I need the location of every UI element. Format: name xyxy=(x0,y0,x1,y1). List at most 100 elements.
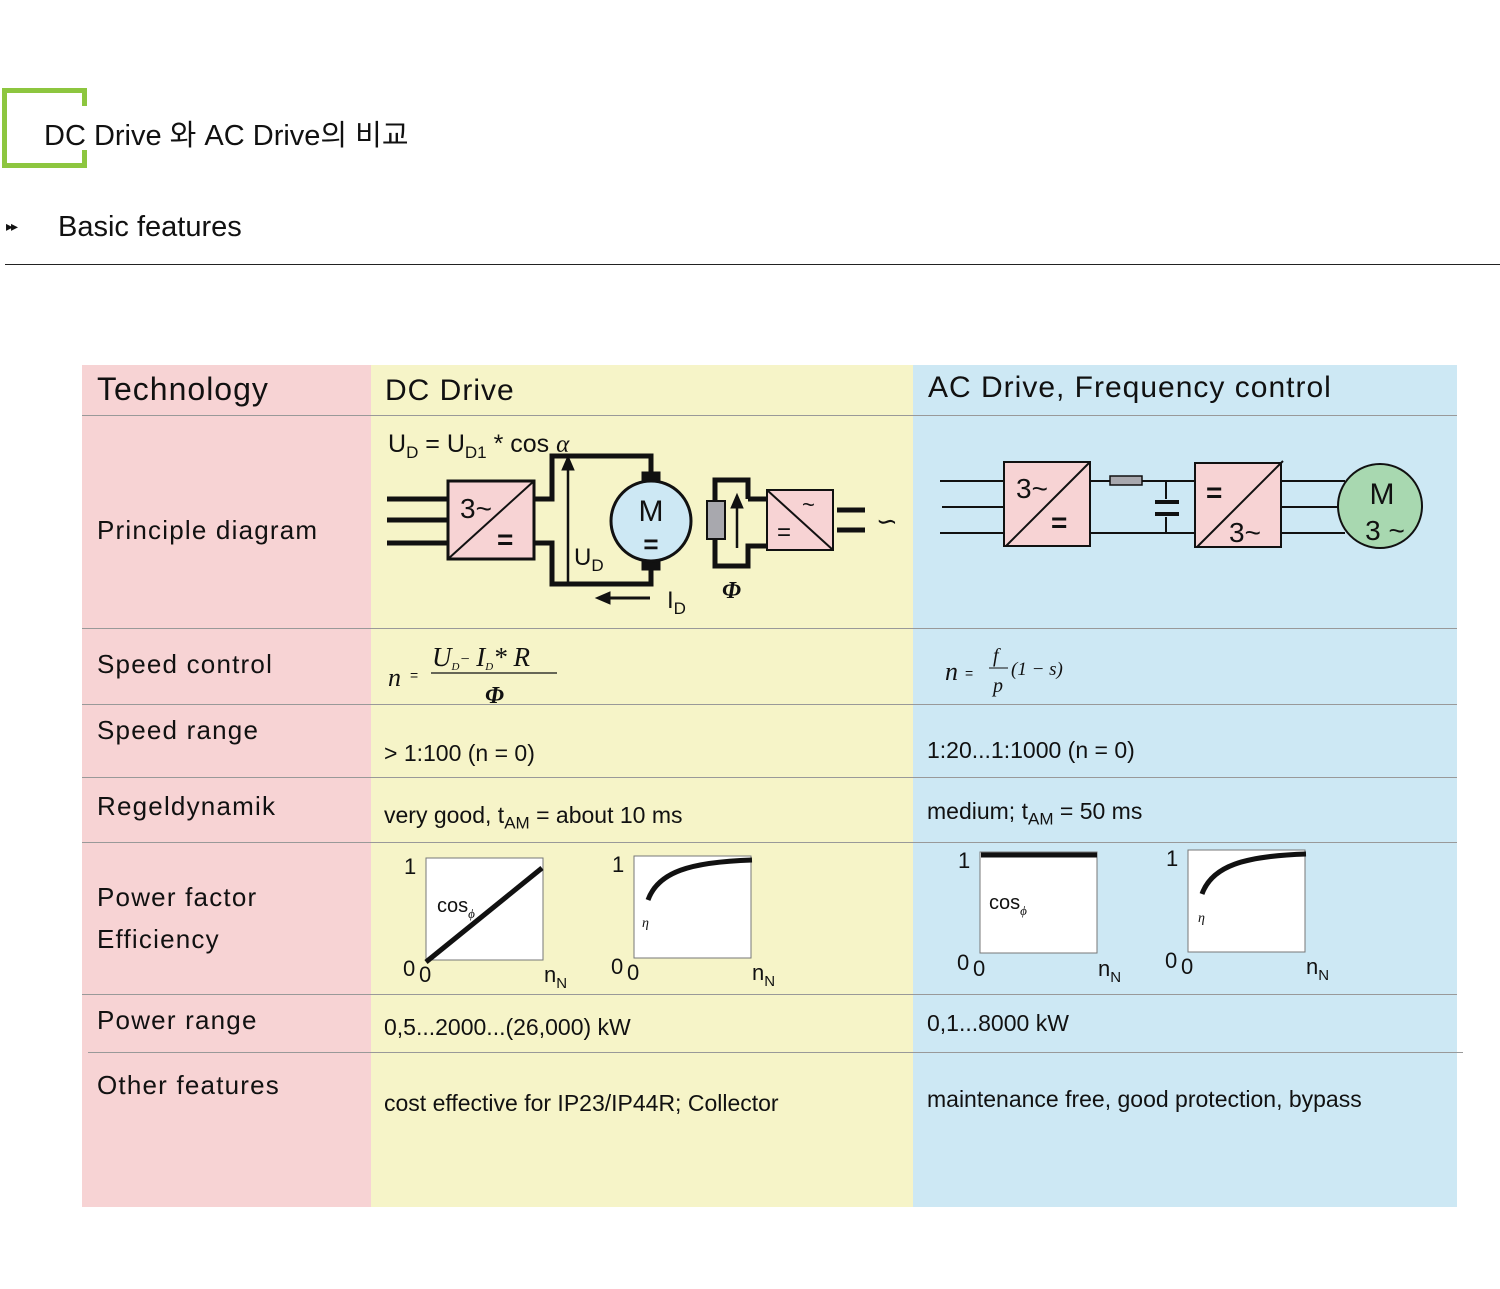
x-min: 0 xyxy=(419,962,431,987)
formula-p: p xyxy=(991,675,1003,697)
subscript: AM xyxy=(504,813,530,833)
section-title: Basic features xyxy=(58,211,242,243)
eta-label: η xyxy=(642,916,649,931)
ac-motor-sub-label: 3 ~ xyxy=(1365,515,1405,546)
rectifier-output-label: = xyxy=(497,524,513,555)
dc-regeldynamik: very good, tAM = about 10 ms xyxy=(384,802,682,834)
formula-f: f xyxy=(993,645,1001,667)
ac-power-factor-chart: 1 0 0 nN cosϕ xyxy=(957,848,1121,986)
y-min: 0 xyxy=(1165,948,1177,973)
field-converter-out: ~ xyxy=(802,492,815,517)
ac-other-features: maintenance free, good protection, bypas… xyxy=(927,1086,1362,1112)
field-converter-in: = xyxy=(777,519,791,546)
rectifier-input-label: 3~ xyxy=(460,493,492,524)
x-min: 0 xyxy=(973,956,985,981)
dc-other-features: cost effective for IP23/IP44R; Collector xyxy=(384,1090,779,1116)
y-max: 1 xyxy=(958,848,970,873)
ac-rectifier-in: 3~ xyxy=(1016,473,1048,504)
x-label: nN xyxy=(544,962,567,992)
formula-eq: = xyxy=(965,665,973,681)
formula-numerator: UD−ID* R xyxy=(432,642,530,673)
ac-speed-formula: n = f p (1 − s) xyxy=(945,645,1063,697)
y-max: 1 xyxy=(404,854,416,879)
dc-equation: UD = UD1 * cos α xyxy=(388,430,570,462)
ac-principle-diagram: 3~ = = 3~ M 3 ~ xyxy=(940,460,1423,549)
ac-motor-label: M xyxy=(1370,478,1395,511)
row-divider xyxy=(82,994,1457,995)
subscript: AM xyxy=(1027,809,1054,829)
row-label-speed-control: Speed control xyxy=(97,649,274,679)
divider xyxy=(5,264,1500,265)
y-min: 0 xyxy=(403,956,415,981)
supply-lines xyxy=(387,496,448,546)
dc-motor xyxy=(609,479,693,563)
ac-power-range: 0,1...8000 kW xyxy=(927,1010,1069,1036)
inverter-out: 3~ xyxy=(1229,517,1261,548)
header-dc-drive: DC Drive xyxy=(385,374,515,407)
row-divider xyxy=(88,1052,1463,1053)
id-label: ID xyxy=(667,587,686,618)
cos-phi-label: cosϕ xyxy=(437,895,475,921)
x-min: 0 xyxy=(627,960,639,985)
text: = 50 ms xyxy=(1053,798,1143,824)
formula-denominator: Φ xyxy=(485,683,504,709)
ac-regeldynamik: medium; tAM = 50 ms xyxy=(927,798,1142,830)
ac-efficiency-chart: 1 0 0 nN η xyxy=(1165,846,1329,984)
dc-speed-formula: n = UD−ID* R Φ xyxy=(388,642,557,709)
text: medium; t xyxy=(927,798,1028,824)
row-label-efficiency: Efficiency xyxy=(97,924,220,954)
text: = about 10 ms xyxy=(529,802,683,828)
row-label-power-factor: Power factor xyxy=(97,882,258,912)
ac-supply-symbol: ∽ xyxy=(876,506,898,536)
text: very good, t xyxy=(384,802,505,828)
ud-label: UD xyxy=(574,544,604,575)
row-divider xyxy=(82,704,1457,705)
bullet-arrows-icon: ▸▸ xyxy=(6,218,18,234)
eta-label: η xyxy=(1198,911,1205,926)
x-min: 0 xyxy=(1181,954,1193,979)
dc-speed-range: > 1:100 (n = 0) xyxy=(384,740,535,766)
dc-circuit xyxy=(534,453,654,587)
row-label-other-features: Other features xyxy=(97,1070,280,1100)
formula-n: n xyxy=(388,663,401,692)
dc-link-capacitor xyxy=(1155,500,1179,516)
field-circuit xyxy=(712,477,767,569)
row-divider xyxy=(82,777,1457,778)
y-min: 0 xyxy=(957,950,969,975)
motor-sub-label: = xyxy=(643,529,658,559)
dc-link-resistor xyxy=(1109,475,1143,486)
phi-label: Φ xyxy=(722,578,741,604)
y-max: 1 xyxy=(612,852,624,877)
header-technology: Technology xyxy=(97,371,269,407)
header-ac-drive: AC Drive, Frequency control xyxy=(928,371,1332,404)
ac-speed-range: 1:20...1:1000 (n = 0) xyxy=(927,737,1135,763)
ac-rectifier-out: = xyxy=(1051,507,1067,538)
row-label-regeldynamik: Regeldynamik xyxy=(97,791,277,821)
y-max: 1 xyxy=(1166,846,1178,871)
field-winding xyxy=(706,500,726,540)
formula-eq: = xyxy=(410,667,418,683)
x-label: nN xyxy=(1098,956,1121,986)
ac-motor xyxy=(1337,463,1423,549)
row-divider xyxy=(82,842,1457,843)
row-label-speed-range: Speed range xyxy=(97,715,260,745)
row-divider xyxy=(82,415,1457,416)
page-title: DC Drive 와 AC Drive의 비교 xyxy=(44,120,409,152)
dc-power-factor-chart: 1 0 0 nN cosϕ xyxy=(403,854,567,992)
inverter-in: = xyxy=(1206,477,1222,508)
technology-column xyxy=(82,365,371,1207)
dc-efficiency-chart: 1 0 0 nN η xyxy=(611,852,775,990)
x-label: nN xyxy=(752,960,775,990)
cos-phi-label: cosϕ xyxy=(989,892,1027,918)
row-divider xyxy=(82,628,1457,629)
motor-label: M xyxy=(639,495,664,528)
x-label: nN xyxy=(1306,954,1329,984)
title-bracket-decoration xyxy=(2,88,87,168)
formula-n: n xyxy=(945,657,958,686)
formula-slip: (1 − s) xyxy=(1011,659,1063,680)
row-label-power-range: Power range xyxy=(97,1005,258,1035)
row-label-principle-diagram: Principle diagram xyxy=(97,515,319,545)
y-min: 0 xyxy=(611,954,623,979)
